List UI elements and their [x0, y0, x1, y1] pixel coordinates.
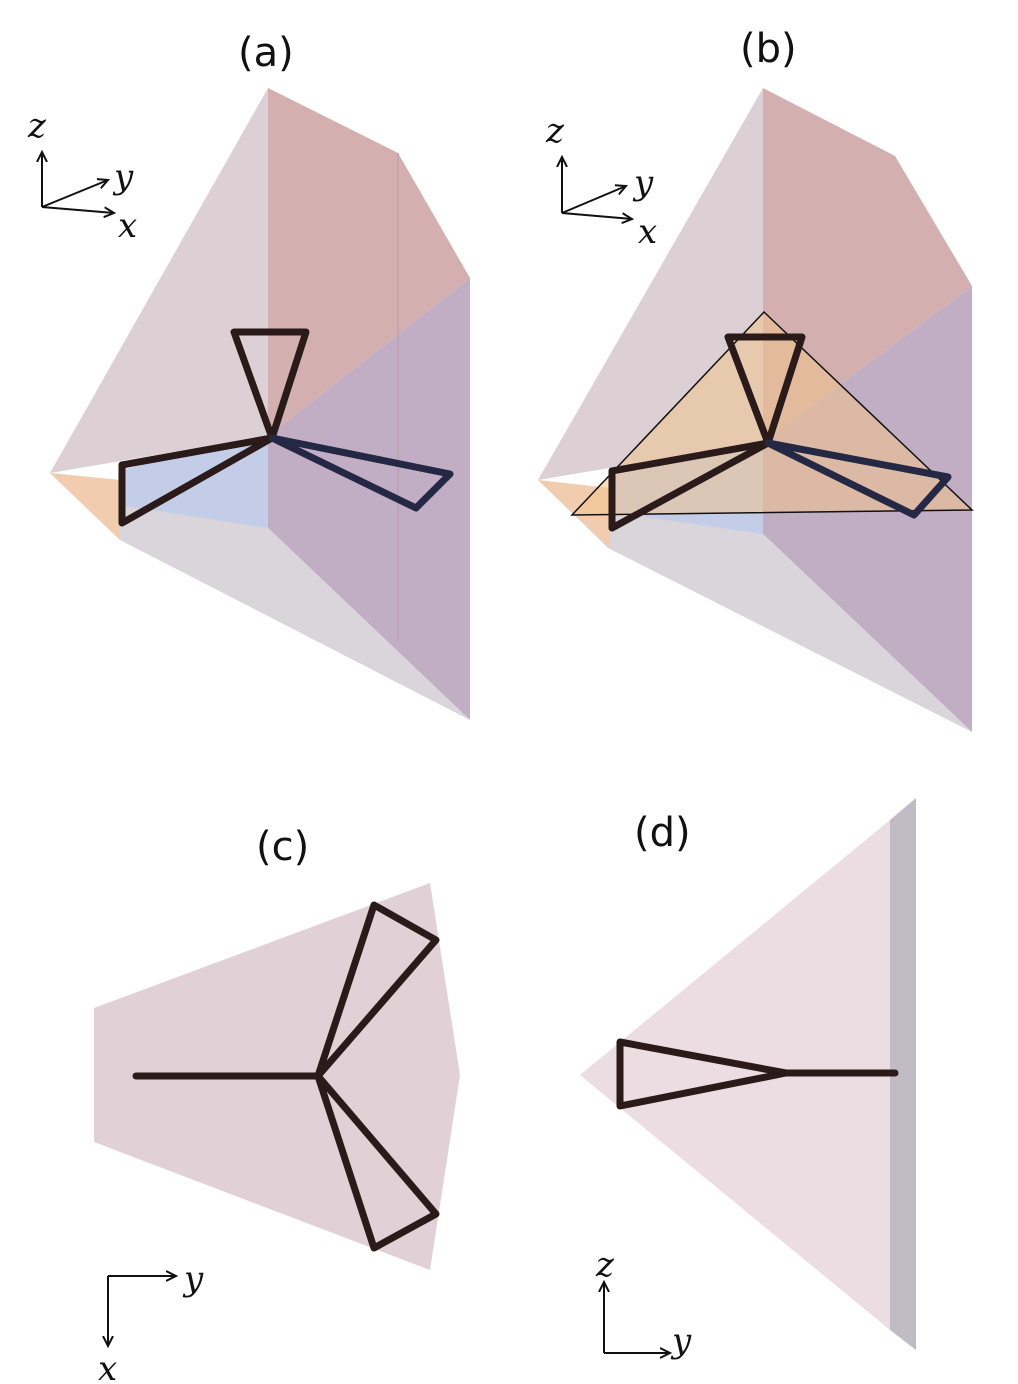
- panel-d-side-view-edge: [890, 798, 916, 1350]
- panel-a-z-label: z: [27, 106, 47, 146]
- panel-a-face-right-mid: [268, 278, 470, 720]
- panel-d: (d) z y: [580, 798, 916, 1361]
- panel-a-label: (a): [238, 30, 294, 76]
- panel-c-upper-loop: [314, 901, 440, 1080]
- panel-b: (b) z y x: [538, 26, 974, 732]
- panel-b-x-axis: [561, 212, 632, 219]
- panel-a-antenna: [118, 328, 454, 527]
- panel-a-face-orange: [50, 473, 120, 540]
- panel-d-label: (d): [634, 810, 691, 856]
- panel-a-face-left: [50, 88, 268, 473]
- panel-b-left-loop: [608, 439, 772, 532]
- panel-a-left-loop: [118, 434, 276, 527]
- panel-c-antenna: [132, 901, 440, 1252]
- panel-b-y-label: y: [632, 163, 654, 203]
- panel-b-face-right-top: [763, 88, 972, 442]
- panel-d-z-label: z: [595, 1245, 615, 1285]
- panel-c-x-label: x: [98, 1349, 117, 1384]
- panel-b-x-label: x: [638, 212, 657, 252]
- panel-d-antenna: [616, 1038, 899, 1110]
- panel-b-y-axis: [561, 186, 626, 214]
- panel-b-right-loop: [764, 439, 952, 519]
- panel-b-top-loop: [724, 333, 806, 447]
- panel-a-face-right-top: [268, 88, 470, 436]
- panel-a-face-bottom: [50, 473, 470, 720]
- panel-a-y-label: y: [112, 157, 134, 197]
- panel-a-right-loop: [268, 434, 454, 512]
- panel-d-loop: [616, 1038, 790, 1110]
- panel-b-label: (b): [740, 26, 797, 72]
- panel-c-axes: y x: [98, 1259, 204, 1384]
- panel-c-y-label: y: [182, 1259, 204, 1299]
- panel-a-y-axis: [41, 180, 108, 208]
- panel-c: (c) y x: [94, 824, 460, 1384]
- panel-b-face-bottom: [538, 480, 972, 732]
- panel-c-lower-loop: [314, 1072, 440, 1252]
- panel-d-y-label: y: [670, 1321, 692, 1361]
- panel-d-side-view-face: [580, 820, 890, 1330]
- panel-a-x-axis: [41, 206, 114, 213]
- panel-d-axes: z y: [595, 1245, 692, 1361]
- panel-a-top-loop: [230, 328, 310, 442]
- panel-a-x-label: x: [118, 206, 137, 246]
- panel-b-antenna: [608, 333, 952, 532]
- panel-b-z-label: z: [545, 111, 565, 151]
- panel-a-axes: z y x: [27, 106, 137, 246]
- panel-b-axes: z y x: [545, 111, 657, 252]
- panel-a: (a) z y x: [27, 30, 470, 720]
- panel-c-label: (c): [256, 824, 309, 870]
